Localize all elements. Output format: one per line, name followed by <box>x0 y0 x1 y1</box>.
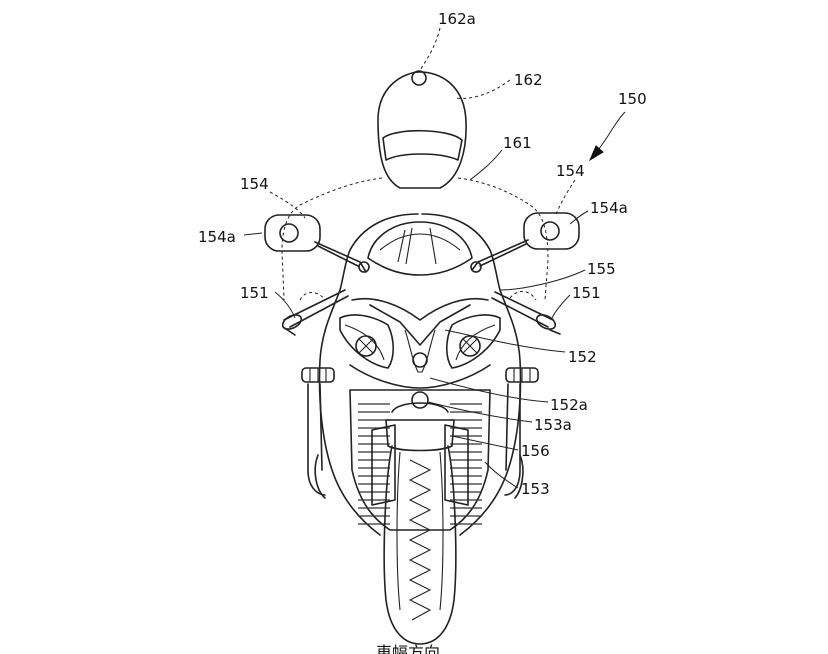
leader-lines <box>243 27 589 489</box>
arrow-150 <box>588 111 626 162</box>
front-tire <box>383 445 457 645</box>
label-153: 153 <box>521 480 550 498</box>
front-fender <box>385 391 455 452</box>
label-162a: 162a <box>438 10 476 28</box>
label-154-left: 154 <box>240 175 269 193</box>
reference-labels: 162a 162 150 161 154 154 154a 154a 155 1… <box>198 10 647 498</box>
turn-signals <box>301 367 539 383</box>
label-154a-right: 154a <box>590 199 628 217</box>
label-152: 152 <box>568 348 597 366</box>
label-154a-left: 154a <box>198 228 236 246</box>
label-150: 150 <box>618 90 647 108</box>
front-fairing <box>318 213 522 536</box>
helmet <box>377 70 467 189</box>
label-156: 156 <box>521 442 550 460</box>
label-153a: 153a <box>534 416 572 434</box>
figure-caption: 車幅方向 <box>376 643 440 654</box>
label-152a: 152a <box>550 396 588 414</box>
rider-outline <box>281 177 549 301</box>
left-mirror <box>264 214 367 273</box>
label-155: 155 <box>587 260 616 278</box>
fork-and-radiator <box>307 383 524 531</box>
label-151-right: 151 <box>572 284 601 302</box>
handlebars <box>281 289 561 336</box>
label-154-right: 154 <box>556 162 585 180</box>
label-161: 161 <box>503 134 532 152</box>
label-162: 162 <box>514 71 543 89</box>
label-151-left: 151 <box>240 284 269 302</box>
right-mirror <box>471 212 580 271</box>
